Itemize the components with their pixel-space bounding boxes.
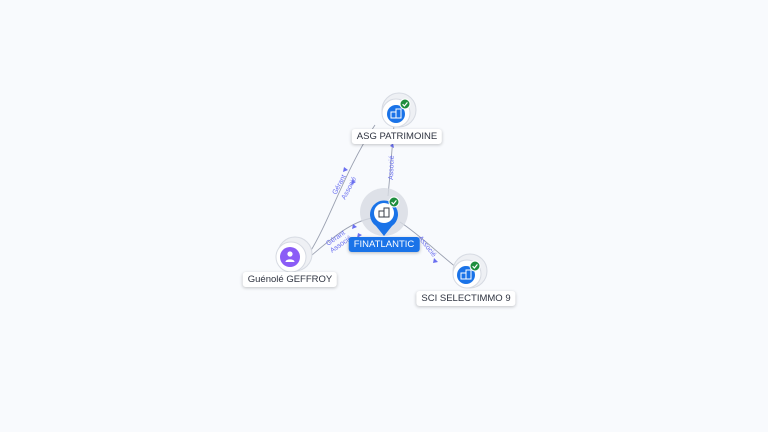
- check-badge-icon: [399, 98, 411, 110]
- edge-arrow: [390, 143, 394, 148]
- node-sci-selectimmo-9[interactable]: [452, 253, 488, 289]
- edge-arrow: [343, 167, 348, 172]
- edge-arrow: [352, 224, 357, 229]
- edge-arrow: [357, 233, 362, 238]
- node-label-sci-selectimmo-9[interactable]: SCI SELECTIMMO 9: [416, 291, 516, 306]
- edge-arrow: [351, 180, 356, 185]
- node-label-asg-patrimoine[interactable]: ASG PATRIMOINE: [351, 129, 443, 144]
- person-node-circle: [280, 247, 300, 267]
- person-icon: [285, 251, 295, 262]
- node-label-finatlantic[interactable]: FINATLANTIC: [348, 237, 420, 252]
- edge-label-associe: Associé: [416, 235, 437, 259]
- edge-label-associe: Associé: [388, 155, 396, 180]
- node-label-guenole-geffroy[interactable]: Guénolé GEFFROY: [242, 272, 338, 287]
- building-icon: [460, 269, 472, 280]
- node-asg-patrimoine[interactable]: [381, 92, 417, 128]
- check-badge-icon: [469, 260, 481, 272]
- building-icon: [390, 108, 402, 119]
- node-finatlantic[interactable]: [360, 188, 408, 236]
- building-icon: [378, 207, 390, 218]
- check-badge-icon: [388, 196, 400, 208]
- node-guenole-geffroy[interactable]: [275, 236, 313, 273]
- edge-arrow: [433, 258, 438, 263]
